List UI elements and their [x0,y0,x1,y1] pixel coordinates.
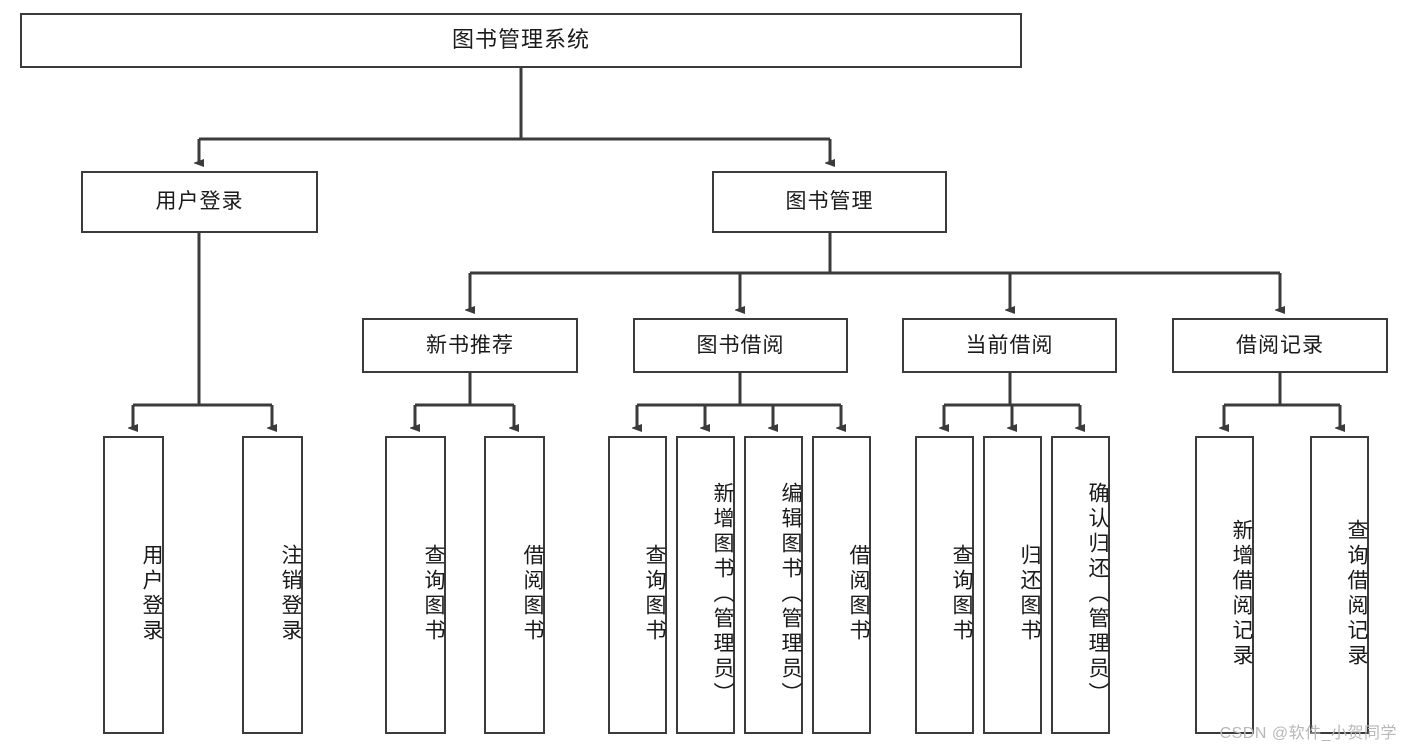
node-borrow-record[interactable]: 借阅记录 [1172,318,1388,373]
node-leaf-return-book[interactable]: 归还图书 [983,436,1042,734]
node-leaf-confirm-return-admin[interactable]: 确认归还（管理员） [1051,436,1110,734]
node-new-book-recommend-label: 新书推荐 [426,333,514,357]
node-leaf-borrow-book[interactable]: 借阅图书 [812,436,871,734]
node-borrow-record-label: 借阅记录 [1236,333,1324,357]
node-leaf-logout-label: 注销登录 [279,544,302,644]
node-current-borrow[interactable]: 当前借阅 [902,318,1117,373]
watermark: CSDN @软件_小贺同学 [1219,725,1397,742]
node-leaf-edit-book-admin[interactable]: 编辑图书（管理员） [744,436,803,734]
node-new-book-recommend[interactable]: 新书推荐 [362,318,578,373]
node-leaf-return-book-label: 归还图书 [1018,544,1041,644]
node-leaf-add-borrow-record-label: 新增借阅记录 [1230,519,1253,669]
node-leaf-query-book-borrow-label: 查询图书 [643,544,666,644]
node-leaf-query-borrow-record[interactable]: 查询借阅记录 [1310,436,1369,734]
node-root-label: 图书管理系统 [451,27,590,53]
node-leaf-edit-book-admin-label: 编辑图书（管理员） [779,481,802,707]
node-leaf-add-borrow-record[interactable]: 新增借阅记录 [1195,436,1254,734]
node-current-borrow-label: 当前借阅 [965,333,1054,357]
node-leaf-query-book-cur-label: 查询图书 [950,544,973,644]
node-leaf-add-book-admin[interactable]: 新增图书（管理员） [676,436,735,734]
node-leaf-confirm-return-admin-label: 确认归还（管理员） [1086,481,1109,707]
node-book-manage[interactable]: 图书管理 [712,171,947,233]
node-leaf-logout[interactable]: 注销登录 [242,436,303,734]
node-root[interactable]: 图书管理系统 [20,13,1022,68]
node-leaf-query-borrow-record-label: 查询借阅记录 [1345,519,1368,669]
node-leaf-query-book-borrow[interactable]: 查询图书 [608,436,667,734]
node-book-manage-label: 图书管理 [785,190,874,214]
node-user-login[interactable]: 用户登录 [81,171,318,233]
node-leaf-borrow-book-rec[interactable]: 借阅图书 [484,436,545,734]
node-leaf-user-login-label: 用户登录 [140,544,163,644]
node-leaf-query-book-rec[interactable]: 查询图书 [385,436,446,734]
node-user-login-label: 用户登录 [155,190,244,214]
node-leaf-query-book-rec-label: 查询图书 [422,544,445,644]
node-book-borrow[interactable]: 图书借阅 [633,318,848,373]
node-leaf-borrow-book-label: 借阅图书 [847,544,870,644]
node-leaf-user-login[interactable]: 用户登录 [103,436,164,734]
node-book-borrow-label: 图书借阅 [696,333,785,357]
node-leaf-query-book-cur[interactable]: 查询图书 [915,436,974,734]
node-leaf-borrow-book-rec-label: 借阅图书 [521,544,544,644]
node-leaf-add-book-admin-label: 新增图书（管理员） [711,481,734,707]
